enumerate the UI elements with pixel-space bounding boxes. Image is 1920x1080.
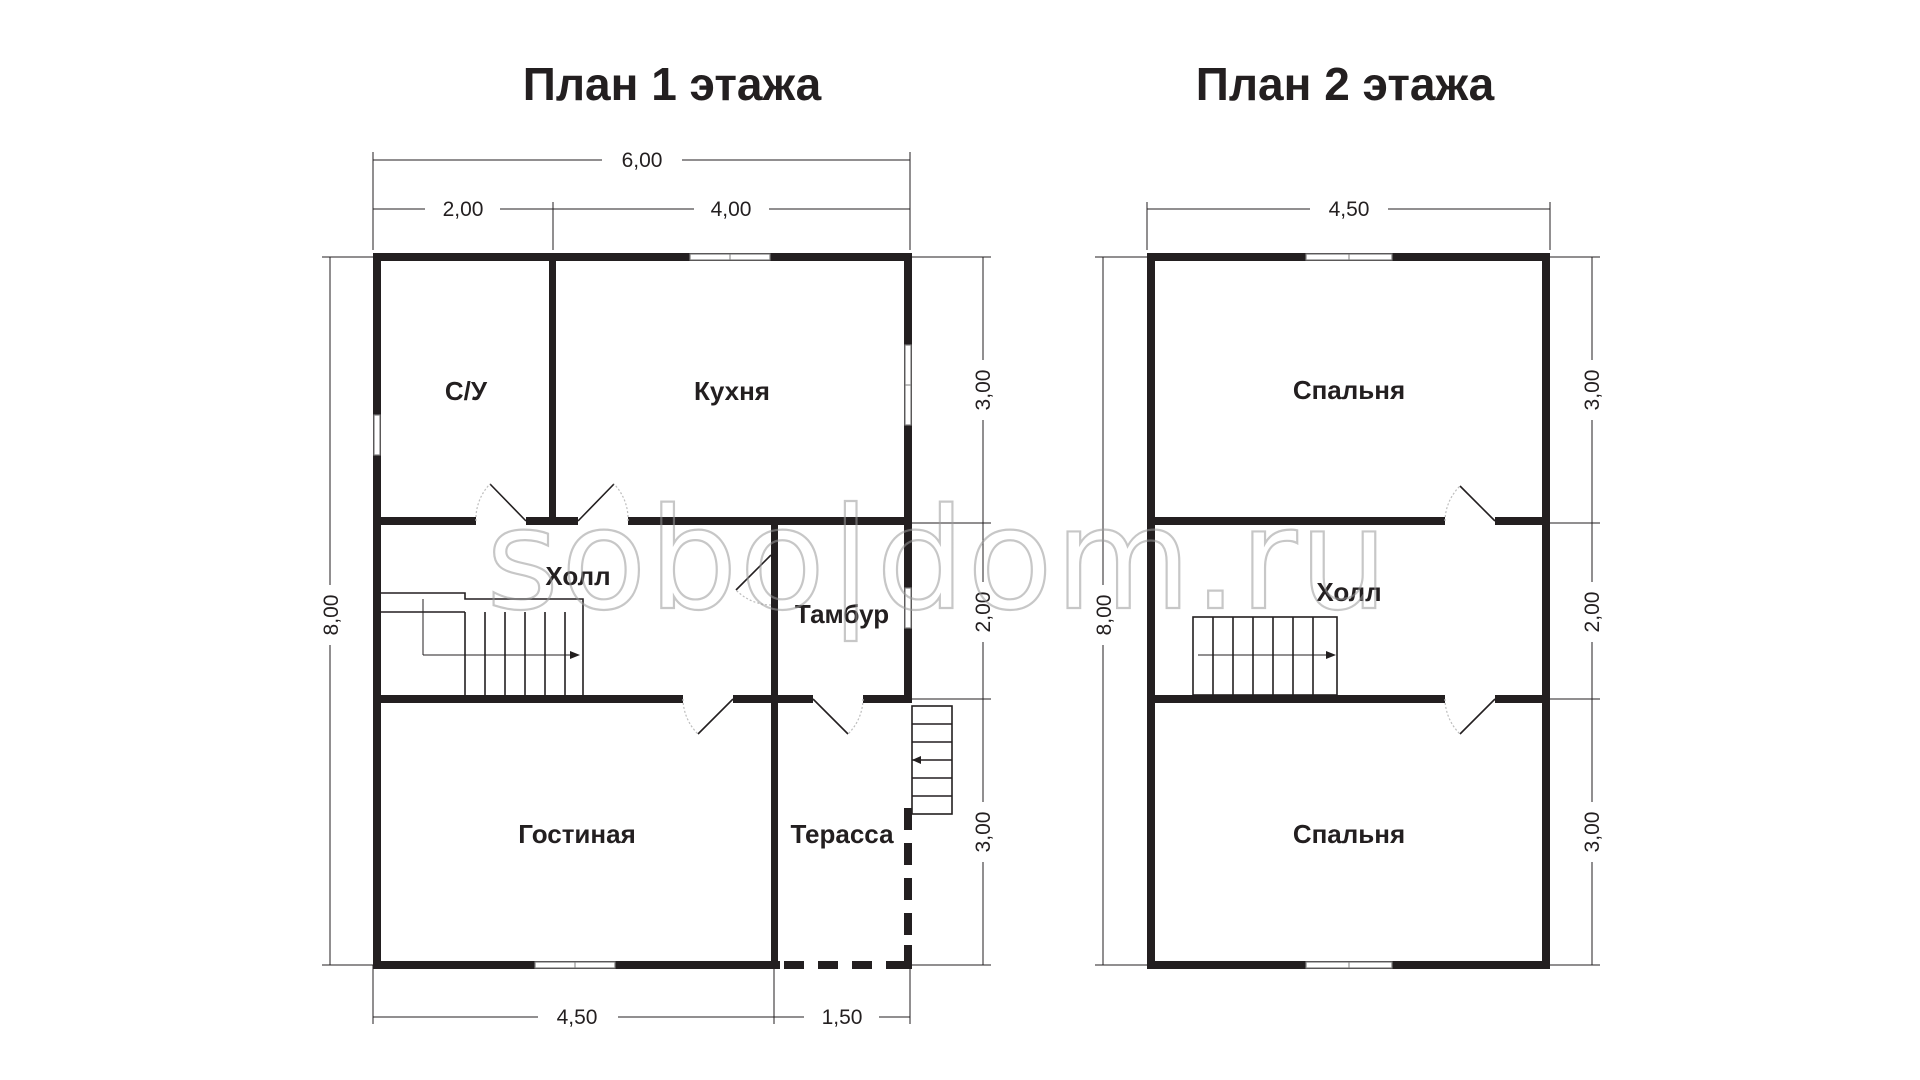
floor1-dim-total-width-label: 6,00: [622, 149, 663, 172]
floor1-window-bath: [373, 414, 381, 456]
floor1-room-vestibule: Тамбур: [795, 599, 889, 629]
floor1-room-terrace: Терасса: [790, 819, 894, 849]
floor2-dim-height: 8,00: [1091, 256, 1152, 966]
floor1-door-tambur-hall: [735, 554, 772, 606]
floor1-dim-bottom-right-label: 1,50: [822, 1006, 863, 1029]
floor1-dim-bottom: 4,50 1,50: [372, 965, 911, 1029]
floor1-dim-right-mid-label: 2,00: [972, 592, 995, 633]
floor1-dim-right-top-label: 3,00: [972, 370, 995, 411]
floor2-room-hall: Холл: [1316, 577, 1381, 607]
floor1-dim-top-split: 2,00 4,00: [373, 197, 910, 250]
floor1-staircase: [381, 592, 584, 695]
floor1-terrace-stairs: [911, 705, 953, 815]
floor2-dim-width-label: 4,50: [1329, 198, 1370, 221]
floor2-windows: [1305, 253, 1393, 969]
floor2-staircase: [1192, 616, 1338, 696]
floor1-door-bath: [475, 483, 527, 522]
floor1-dim-right-bottom-label: 3,00: [972, 812, 995, 853]
watermark: sobo|dom.ru: [486, 479, 1390, 642]
floor1-dim-height-label: 8,00: [320, 595, 343, 636]
floor1-dim-total-width: 6,00: [372, 148, 911, 250]
floor1-dim-kitchen-width-label: 4,00: [711, 198, 752, 221]
floor1-door-kitchen: [577, 483, 629, 522]
floor2-doors: [1444, 485, 1496, 735]
floor1-dim-bath-width-label: 2,00: [443, 198, 484, 221]
floor1-doors: [475, 483, 864, 735]
floor2-dim-right-bottom-label: 3,00: [1581, 812, 1604, 853]
floor1-room-bathroom: С/У: [445, 376, 488, 406]
floor2-door-bedroom-top: [1444, 485, 1496, 522]
floor1-door-living: [682, 698, 734, 735]
floor2-dim-right-top-label: 3,00: [1581, 370, 1604, 411]
floor1-windows: [373, 253, 912, 969]
floor2-title: План 2 этажа: [1196, 58, 1495, 110]
floor1-room-living: Гостиная: [518, 819, 636, 849]
floor2-door-bedroom-bottom: [1444, 698, 1496, 735]
floor1-dim-bottom-left-label: 4,50: [557, 1006, 598, 1029]
floor2-dim-right: 3,00 2,00 3,00: [1548, 256, 1604, 966]
floor2-dim-height-label: 8,00: [1093, 595, 1116, 636]
floor2-dim-right-mid-label: 2,00: [1581, 592, 1604, 633]
floor2-room-bedroom-top: Спальня: [1293, 375, 1405, 405]
floor2-room-bedroom-bottom: Спальня: [1293, 819, 1405, 849]
floor2-plan: 4,50 8,00 3,00 2,00 3,00: [1091, 197, 1604, 969]
floor2-dim-width: 4,50: [1146, 197, 1551, 250]
floor1-dim-height: 8,00: [318, 256, 378, 966]
floor1-door-terrace: [812, 698, 864, 735]
floor1-room-hall: Холл: [545, 561, 610, 591]
floor1-dim-right: 3,00 2,00 3,00: [908, 256, 995, 966]
floor1-window-tambur: [904, 587, 912, 629]
floor1-room-kitchen: Кухня: [694, 376, 770, 406]
floor1-plan: 6,00 2,00 4,00 8,00 3,00: [318, 148, 995, 1029]
floor1-title: План 1 этажа: [523, 58, 822, 110]
